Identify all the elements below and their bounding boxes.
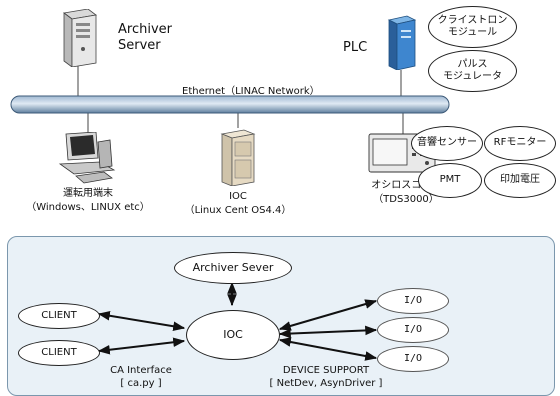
ioc-rack-icon <box>218 128 258 186</box>
network-lines <box>10 66 450 134</box>
archiver-sever-node: Archiver Sever <box>174 252 292 284</box>
klystron-module-node: クライストロンモジュール <box>428 6 517 48</box>
pulse-modulator-node: パルスモジュレータ <box>428 50 517 92</box>
oscilloscope-label: オシロスコープ （TDS3000） <box>371 180 441 205</box>
client-node: CLIENT <box>18 303 100 329</box>
terminal-computer-icon <box>58 132 116 184</box>
io-node: I/O <box>377 346 449 372</box>
ca-interface-label: CA Interface [ ca.py ] <box>110 365 172 389</box>
acoustic-sensor-node: 音響センサー <box>411 126 483 161</box>
archiver-server-icon <box>58 9 98 67</box>
ioc-node: IOC <box>186 310 280 360</box>
client-node: CLIENT <box>18 340 100 366</box>
io-node: I/O <box>377 317 449 343</box>
plc-icon <box>385 14 417 70</box>
applied-voltage-node: 印加電圧 <box>484 163 556 198</box>
device-support-label: DEVICE SUPPORT [ NetDev, AsynDriver ] <box>269 365 383 389</box>
plc-label: PLC <box>343 40 368 55</box>
io-node: I/O <box>377 288 449 314</box>
pmt-node: PMT <box>418 163 482 198</box>
ethernet-label: Ethernet（LINAC Network） <box>182 86 320 97</box>
ethernet-bus <box>10 95 450 114</box>
ioc-label: IOC （Linux Cent OS4.4） <box>184 191 292 216</box>
rf-monitor-node: RFモニター <box>484 126 556 161</box>
terminal-label: 運転用端末 （Windows、LINUX etc） <box>26 188 150 213</box>
archiver-server-label: Archiver Server <box>118 22 172 53</box>
